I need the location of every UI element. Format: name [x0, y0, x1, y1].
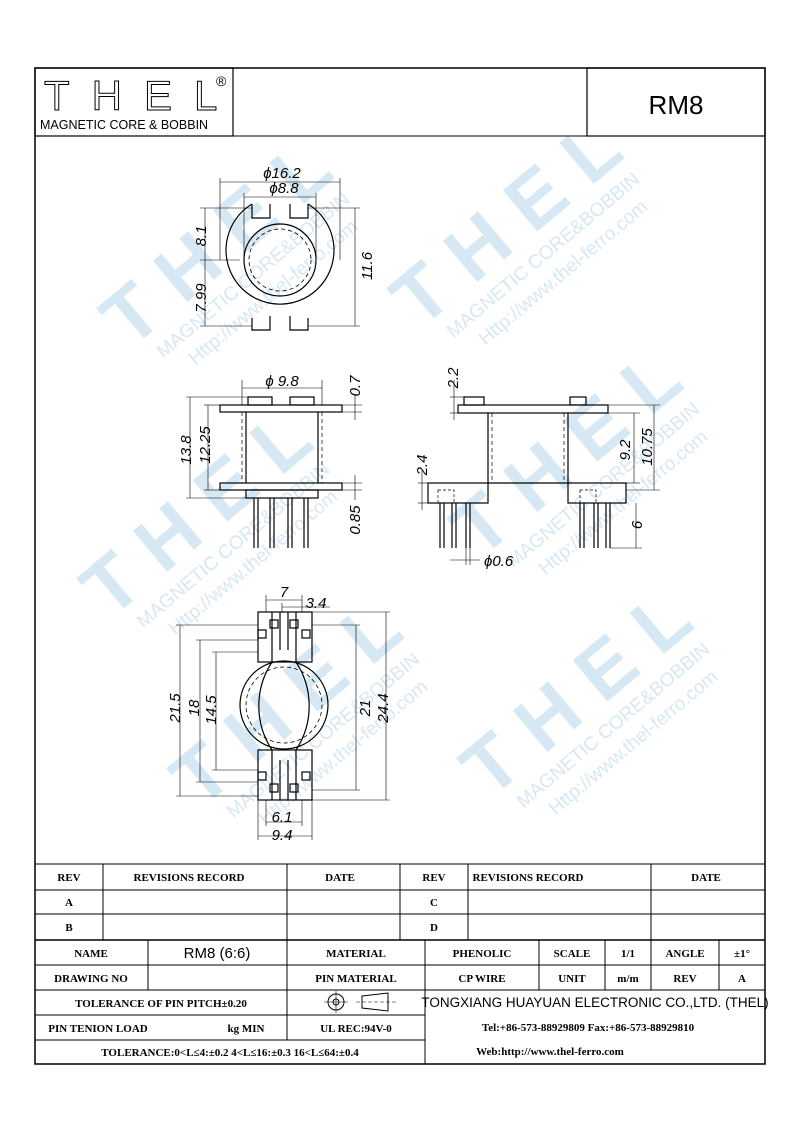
dim-bottom-step: 2.4: [414, 455, 431, 477]
ul-rating: UL REC:94V-0: [320, 1023, 392, 1035]
dim-bottom-width: 9.4: [272, 827, 293, 844]
watermark-group: THEL MAGNETIC CORE&BOBBIN Http://www.the…: [64, 88, 724, 829]
material-value: PHENOLIC: [453, 948, 512, 960]
rev-label: REV: [673, 973, 696, 985]
dim-top-width: 7: [280, 584, 289, 601]
drawing-no-label: DRAWING NO: [54, 973, 128, 985]
part-number: RM8: [649, 90, 704, 120]
dim-inner-diameter: ϕ8.8: [269, 180, 299, 197]
logo-registered-mark: ®: [216, 73, 227, 89]
scale-value: 1/1: [621, 948, 635, 960]
scale-label: SCALE: [554, 948, 591, 960]
company-name: TONGXIANG HUAYUAN ELECTRONIC CO.,LTD. (T…: [421, 995, 768, 1010]
unit-label: UNIT: [558, 973, 586, 985]
name-value: RM8 (6:6): [184, 945, 251, 962]
dim-upper-height: 8.1: [193, 226, 210, 247]
dim-top-height: 11.6: [359, 251, 376, 280]
dim-height-outer: 21.5: [167, 693, 184, 724]
title-block: [35, 863, 765, 1064]
dim-pin-length: 6: [629, 520, 646, 529]
pin-material-label: PIN MATERIAL: [315, 973, 396, 985]
rev-value: A: [738, 973, 746, 985]
pin-material-value: CP WIRE: [458, 973, 505, 985]
dim-bottom-pitch: 6.1: [272, 809, 293, 826]
top-view: [200, 178, 360, 331]
angle-value: ±1°: [734, 948, 750, 960]
revisions-record-header: REVISIONS RECORD: [134, 872, 245, 884]
dim-height-mid: 18: [186, 699, 203, 716]
dim-inner-height: 9.2: [617, 439, 634, 461]
dim-lower-height: 7.99: [193, 283, 210, 313]
angle-label: ANGLE: [665, 948, 704, 960]
dim-bore-diameter: ϕ 9.8: [265, 373, 299, 390]
rev-b: B: [65, 922, 73, 934]
projection-symbol-icon: [324, 991, 396, 1013]
rev-header: REV: [57, 872, 80, 884]
dim-pin-offset: 0.85: [347, 505, 364, 535]
front-view: [186, 380, 362, 548]
general-tolerance: TOLERANCE:0<L≤4:±0.2 4<L≤16:±0.3 16<L≤64…: [101, 1047, 359, 1059]
rev-a: A: [65, 897, 73, 909]
dim-overall-height: 13.8: [178, 435, 195, 465]
sheet-border: [34, 67, 766, 1065]
dim-outer-diameter: ϕ16.2: [263, 165, 301, 182]
dim-top-step: 2.2: [445, 367, 462, 390]
pin-load-label: PIN TENION LOAD: [48, 1023, 147, 1035]
name-label: NAME: [74, 948, 108, 960]
bottom-view: [176, 595, 390, 840]
logo-subtitle: MAGNETIC CORE & BOBBIN: [40, 118, 208, 132]
company-website: Web:http://www.thel-ferro.com: [476, 1046, 624, 1058]
material-label: MATERIAL: [326, 948, 386, 960]
dim-height-right-outer: 24.4: [375, 693, 392, 723]
rev-c: C: [430, 897, 438, 909]
dim-top-pitch: 3.4: [306, 595, 327, 612]
logo-block: THEL ® MAGNETIC CORE & BOBBIN: [34, 67, 239, 137]
rev-d: D: [430, 922, 438, 934]
side-view: [418, 380, 660, 565]
pin-pitch-tolerance: TOLERANCE OF PIN PITCH±0.20: [75, 998, 247, 1010]
dim-flange-thickness: 0.7: [347, 375, 364, 397]
date-header: DATE: [691, 872, 721, 884]
revisions-record-header: REVISIONS RECORD: [473, 872, 584, 884]
unit-value: m/m: [617, 973, 638, 985]
pin-load-unit: kg MIN: [228, 1023, 265, 1035]
date-header: DATE: [325, 872, 355, 884]
rev-header: REV: [422, 872, 445, 884]
dim-height-inner: 14.5: [203, 695, 220, 725]
dim-body-height: 12.25: [197, 426, 214, 464]
dim-pin-diameter: ϕ0.6: [484, 553, 514, 570]
dim-height-right-inner: 21: [357, 700, 374, 718]
company-tel-fax: Tel:+86-573-88929809 Fax:+86-573-8892981…: [482, 1022, 695, 1034]
logo-brand: THEL: [44, 72, 239, 119]
dim-side-height: 10.75: [639, 428, 656, 466]
